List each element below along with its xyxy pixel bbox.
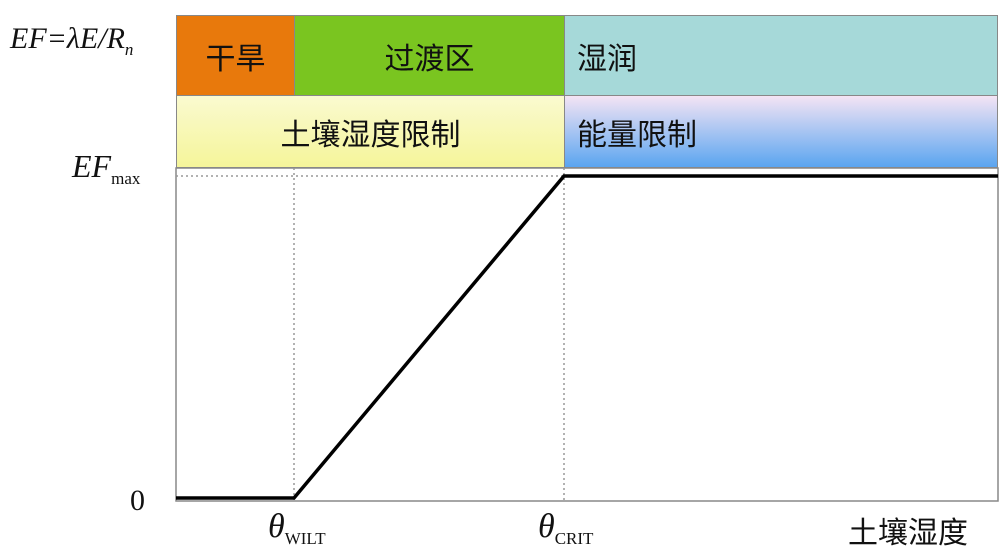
zone-dry-label: 干旱 (205, 41, 266, 77)
formula-den: R (106, 22, 125, 55)
theta-wilt-symbol: θ (268, 508, 285, 545)
zone-wet: 湿润 (564, 15, 998, 96)
theta-crit-sub: CRIT (554, 529, 594, 548)
x-axis-label: 土壤湿度 (848, 516, 968, 551)
ef-curve (176, 174, 998, 500)
band-energy-limit: 能量限制 (564, 95, 998, 168)
formula-eq: =λE/ (46, 22, 107, 55)
theta-wilt-label: θWILT (268, 508, 326, 548)
zone-transition-label: 过渡区 (384, 41, 475, 77)
theta-crit-label: θCRIT (538, 508, 594, 548)
zone-dry: 干旱 (176, 15, 295, 96)
ef-max-label: EFmax (72, 148, 141, 188)
band-soil-moisture-limit: 土壤湿度限制 (176, 95, 565, 168)
formula-label: EF=λE/Rn (10, 22, 134, 59)
theta-crit-symbol: θ (538, 508, 555, 545)
plot-frame (175, 167, 999, 502)
soil-moisture-limit-label: 土壤湿度限制 (280, 117, 461, 153)
energy-limit-label: 能量限制 (577, 117, 697, 153)
formula-den-sub: n (124, 40, 134, 59)
y-zero-label: 0 (130, 484, 145, 517)
ef-max-sub: max (111, 169, 141, 188)
zone-wet-label: 湿润 (577, 41, 637, 77)
theta-wilt-sub: WILT (284, 529, 326, 548)
ef-max-main: EF (72, 148, 112, 184)
formula-lhs: EF (10, 22, 47, 55)
